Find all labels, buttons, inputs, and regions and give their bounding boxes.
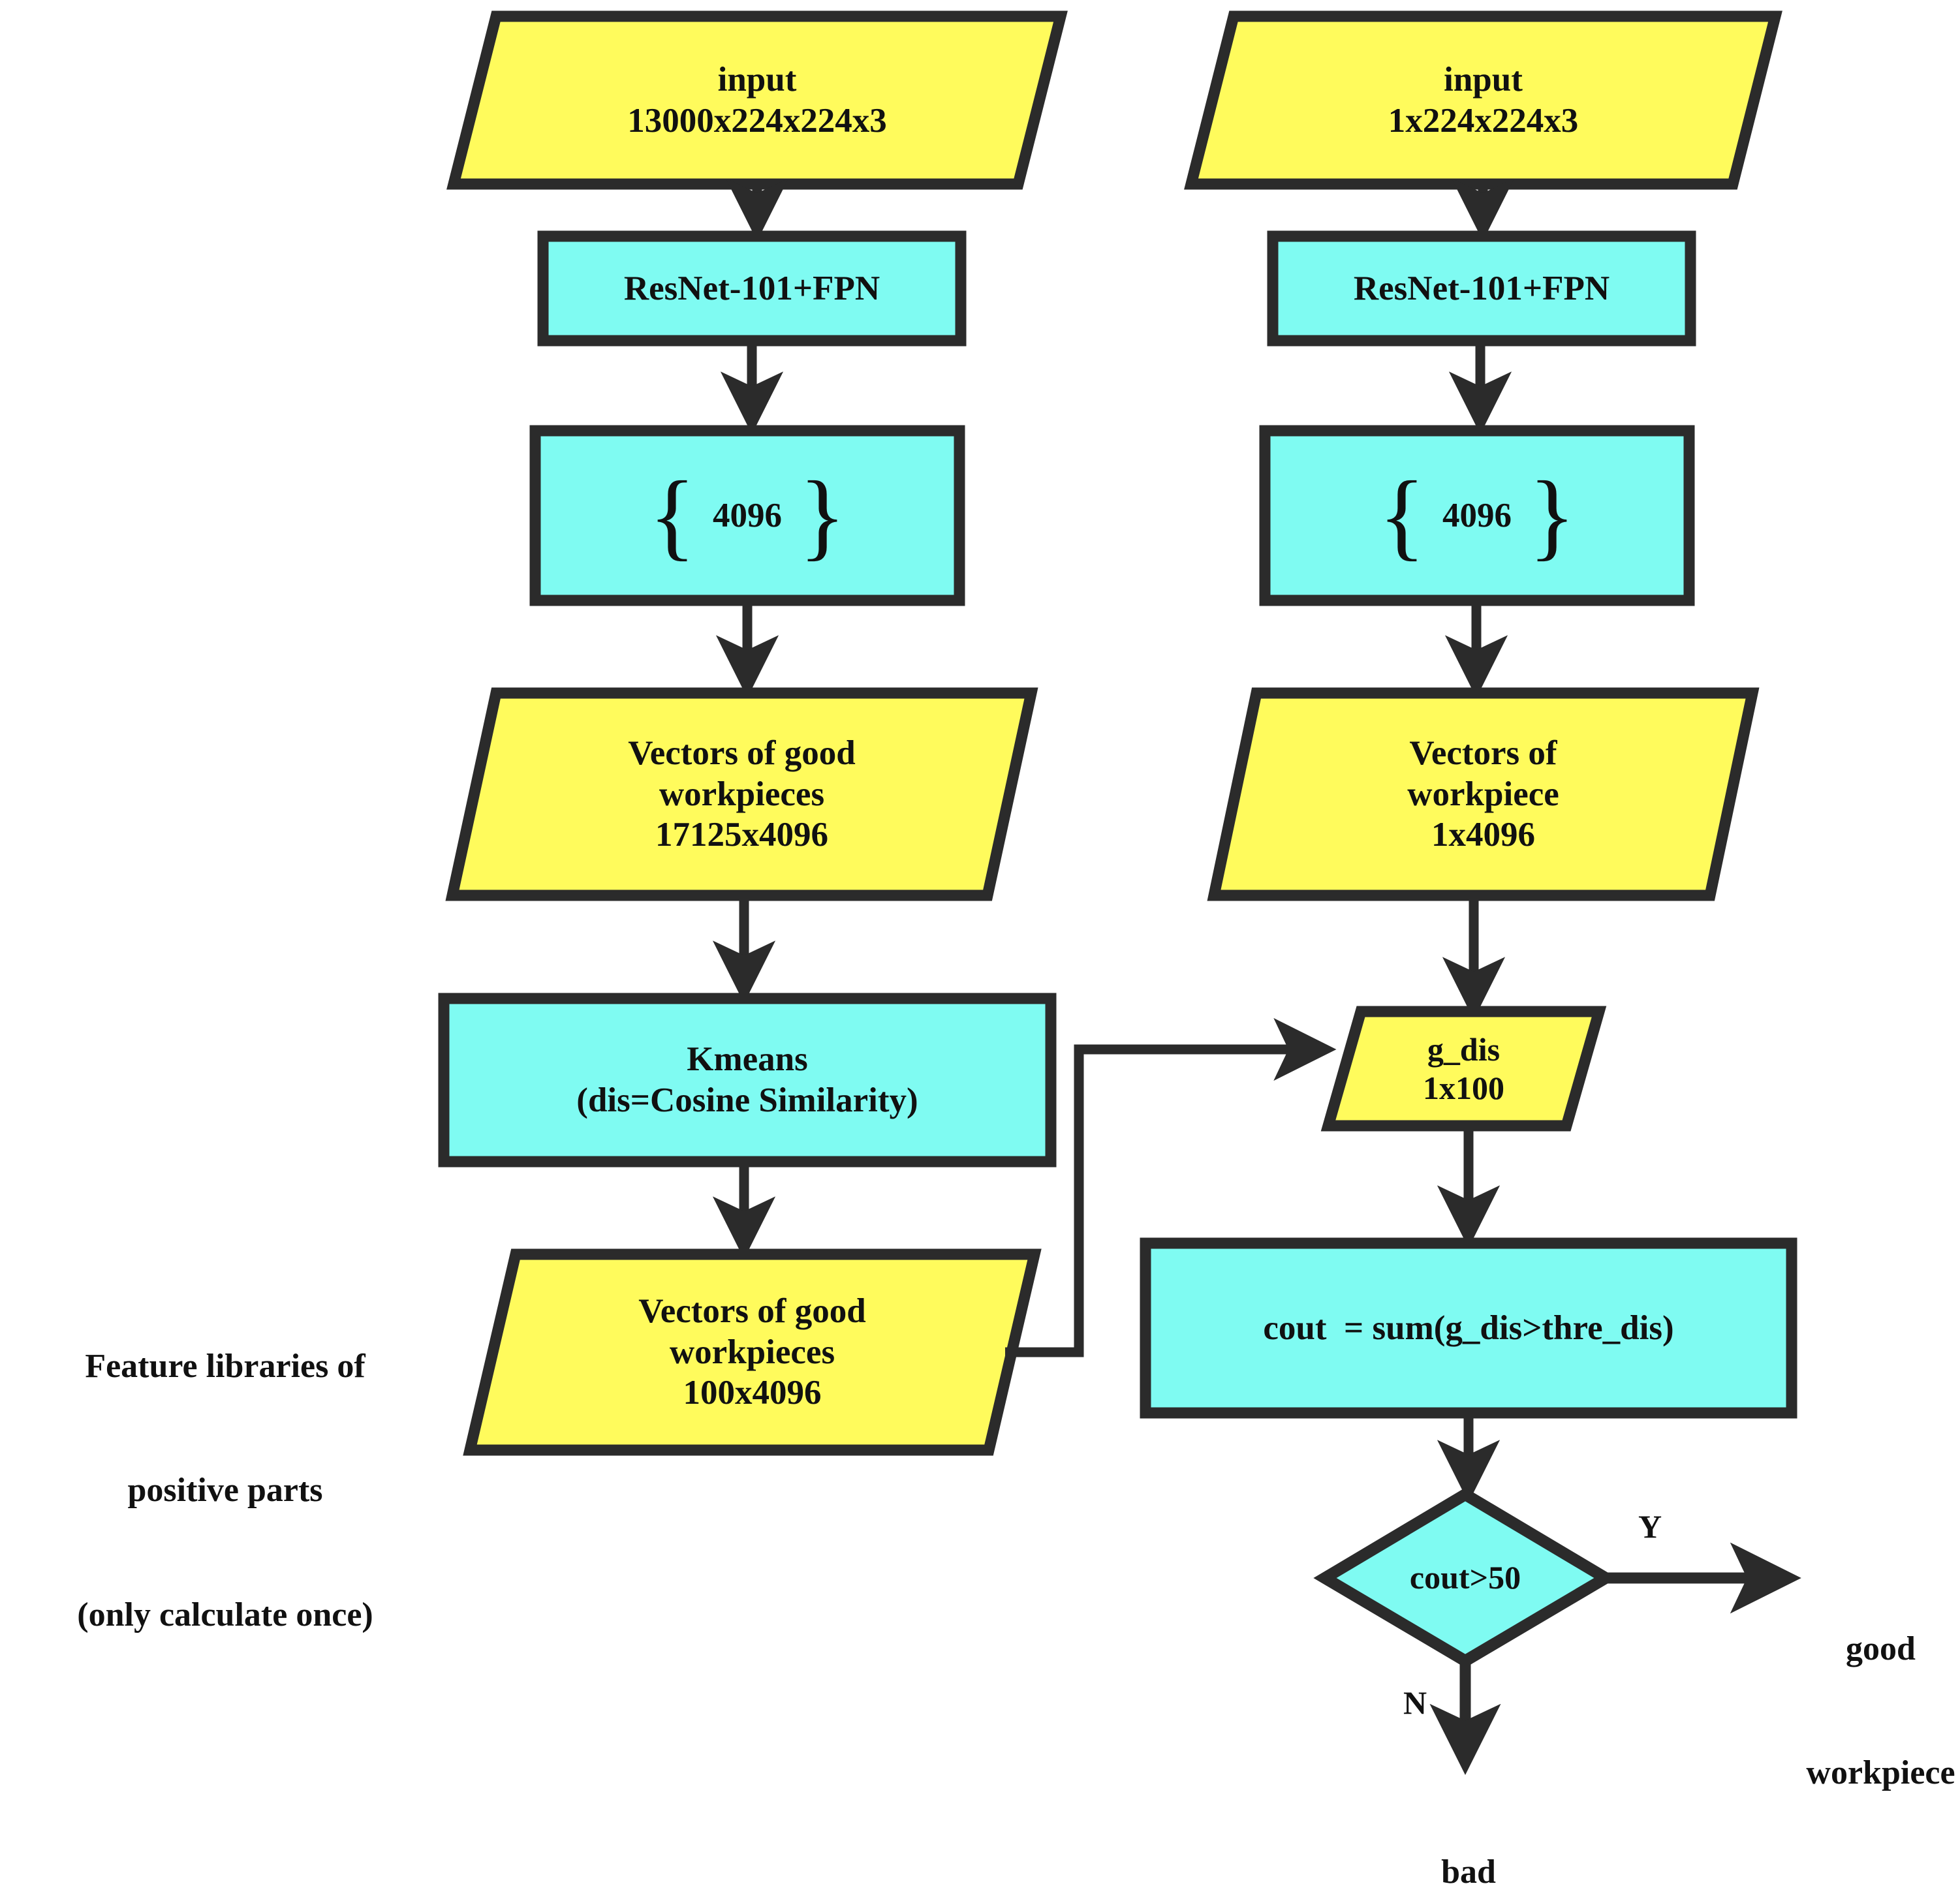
node-train-feature-shape: [529, 425, 965, 606]
node-decision-shape: [1313, 1487, 1617, 1668]
node-count-shape: [1140, 1237, 1797, 1419]
node-gdis-shape: [1320, 1006, 1607, 1132]
edge-label-yes: Y: [1638, 1508, 1662, 1545]
node-test-feature-shape: [1259, 425, 1695, 606]
result-bad-workpiece: bad workpiece: [1345, 1769, 1593, 1888]
node-test-backbone-shape: [1267, 230, 1696, 347]
edge-label-no: N: [1403, 1684, 1427, 1721]
feature-library-note-line2: positive parts: [127, 1472, 323, 1509]
result-good-workpiece: good workpiece: [1801, 1545, 1960, 1877]
node-train-backbone-shape: [537, 230, 967, 347]
feature-library-note-line1: Feature libraries of: [85, 1347, 366, 1385]
node-train-vectors-shape: [445, 687, 1038, 901]
node-test-vectors-shape: [1207, 687, 1760, 901]
node-library-vectors-shape: [463, 1248, 1042, 1456]
bad-result-line1: bad: [1441, 1853, 1496, 1888]
good-result-line2: workpiece: [1806, 1754, 1955, 1792]
node-test-input-shape: [1184, 10, 1782, 190]
edge-library-to-gdis: [1005, 1017, 1337, 1357]
feature-library-note-line3: (only calculate once): [77, 1596, 373, 1633]
node-kmeans-shape: [438, 993, 1057, 1168]
feature-library-note: Feature libraries of positive parts (onl…: [7, 1263, 444, 1718]
node-train-input-shape: [446, 10, 1068, 190]
good-result-line1: good: [1846, 1630, 1916, 1667]
